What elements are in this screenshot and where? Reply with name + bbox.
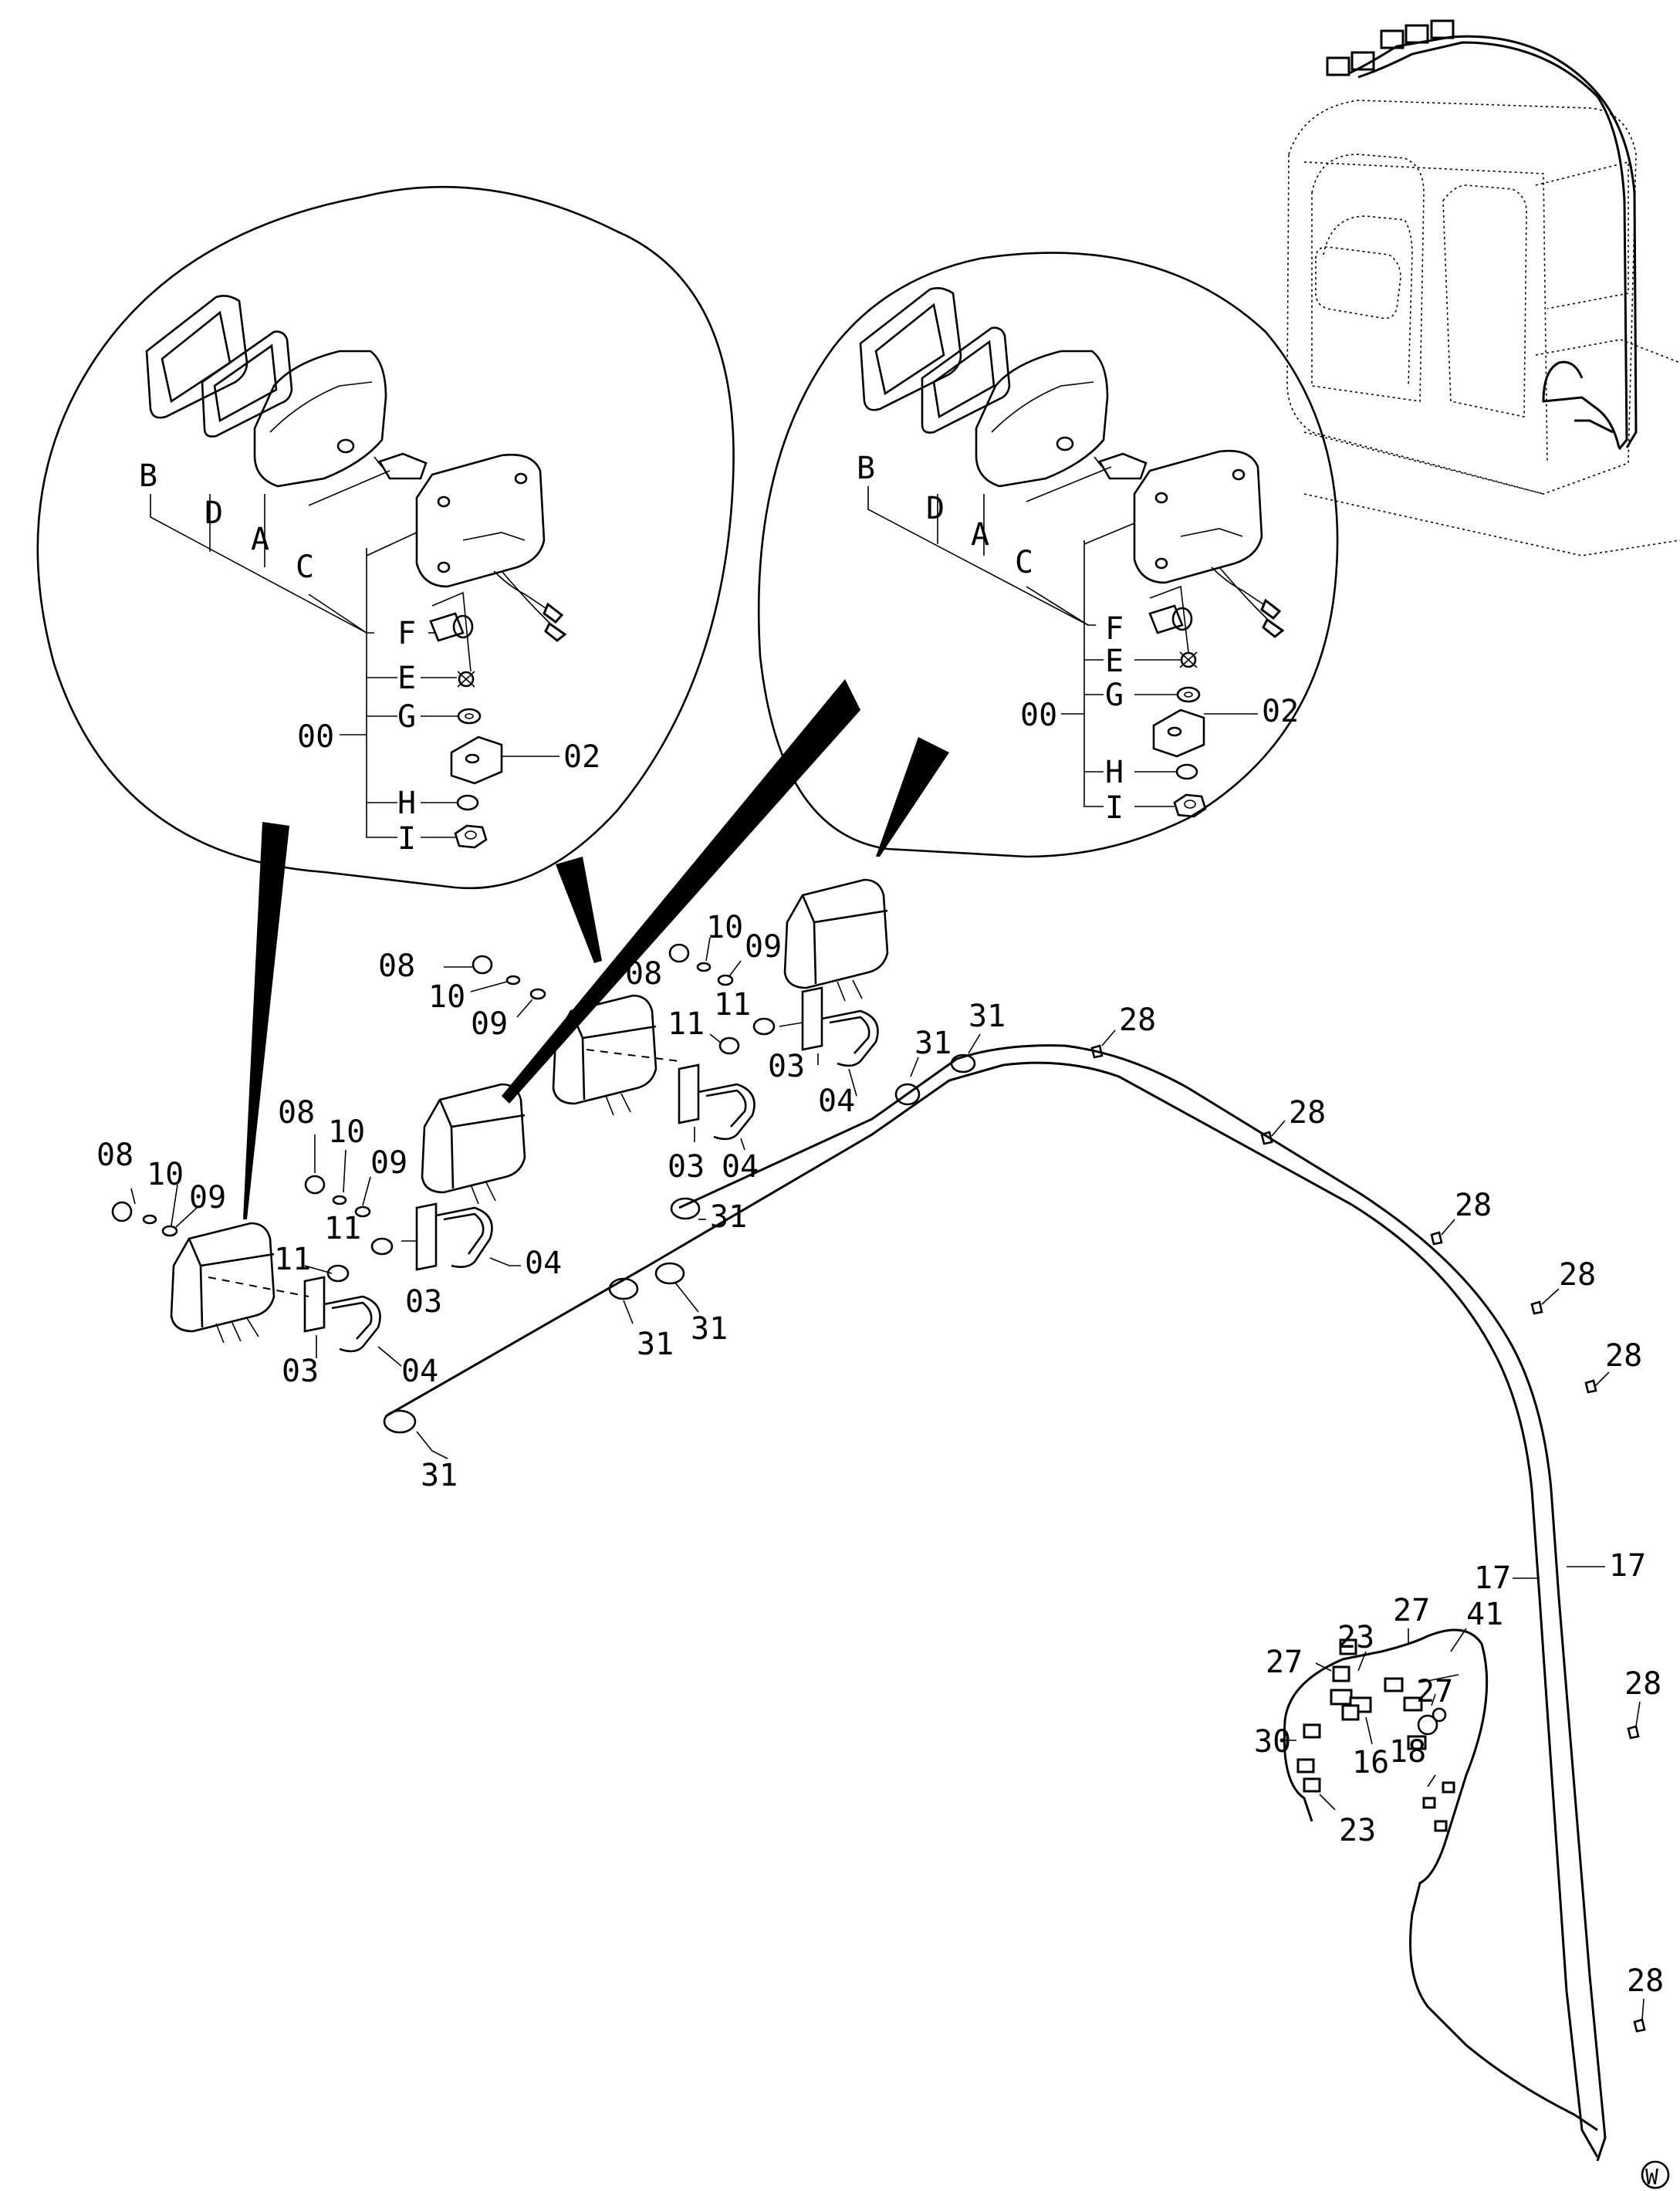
- lamp-detail-right: B D A C F E G 00 02 H I: [502, 252, 1339, 1104]
- lamp-assembly-top: 08 10 09 11 03 04: [625, 878, 889, 1119]
- label-I-left: I: [397, 821, 416, 857]
- label-F-left: F: [397, 616, 416, 651]
- label-02-left: 02: [563, 739, 600, 775]
- label-00-right: 00: [1020, 698, 1057, 733]
- label-04-ll: 04: [401, 1354, 438, 1389]
- label-28-a: 28: [1119, 1003, 1156, 1038]
- label-04-ml: 04: [525, 1246, 562, 1281]
- label-08-ll: 08: [96, 1138, 134, 1173]
- label-17-a: 17: [1474, 1560, 1511, 1596]
- label-28-c: 28: [1455, 1188, 1492, 1223]
- label-28-f: 28: [1624, 1666, 1661, 1702]
- label-A-left: A: [251, 522, 269, 557]
- label-B-right: B: [857, 451, 875, 486]
- label-08-c: 08: [378, 948, 415, 984]
- label-31-d: 31: [691, 1311, 728, 1347]
- label-03-ml: 03: [405, 1284, 442, 1320]
- label-08-t: 08: [625, 956, 662, 992]
- label-23-b: 23: [1339, 1813, 1376, 1848]
- label-27-a: 27: [1393, 1593, 1430, 1628]
- label-28-d: 28: [1559, 1257, 1596, 1293]
- label-31-e: 31: [914, 1026, 952, 1061]
- label-E-right: E: [1105, 644, 1124, 679]
- label-10-ml: 10: [328, 1114, 365, 1150]
- label-A-right: A: [971, 517, 989, 553]
- label-B-left: B: [139, 458, 157, 494]
- cab-illustration: [1286, 19, 1680, 556]
- label-02-right: 02: [1262, 694, 1299, 729]
- lamp-assembly-lower-left: 08 10 09 11 03 04: [96, 1138, 438, 1389]
- label-E-left: E: [397, 661, 416, 696]
- label-09-c: 09: [471, 1006, 508, 1042]
- label-09-ml: 09: [370, 1145, 407, 1181]
- label-D-right: D: [926, 491, 945, 526]
- label-27-b: 27: [1266, 1645, 1303, 1680]
- label-41: 41: [1466, 1597, 1503, 1632]
- label-04-t: 04: [818, 1084, 855, 1119]
- label-03-t: 03: [768, 1049, 805, 1084]
- pointer-wedge: [556, 857, 602, 963]
- label-11-c: 11: [668, 1006, 705, 1042]
- label-G-right: G: [1105, 678, 1124, 713]
- label-31-b: 31: [710, 1199, 747, 1235]
- pointer-wedge: [243, 822, 289, 1219]
- label-23-a: 23: [1337, 1620, 1374, 1655]
- label-08-ml: 08: [278, 1095, 315, 1131]
- lamp-detail-left: B D A C F E G 00 02 H I: [36, 185, 735, 1219]
- label-31-c: 31: [637, 1327, 674, 1362]
- label-00-left: 00: [297, 719, 334, 755]
- label-D-left: D: [205, 495, 223, 531]
- label-C-left: C: [296, 549, 314, 585]
- label-30: 30: [1254, 1724, 1291, 1760]
- label-G-left: G: [397, 699, 416, 735]
- label-28-b: 28: [1289, 1095, 1326, 1131]
- label-H-left: H: [397, 786, 416, 821]
- label-11-ml: 11: [324, 1211, 361, 1246]
- label-F-right: F: [1105, 611, 1124, 647]
- label-10-ll: 10: [147, 1157, 184, 1192]
- label-16: 16: [1352, 1745, 1389, 1780]
- label-09-ll: 09: [189, 1180, 226, 1216]
- lamp-assembly-mid-left: 08 10 09 11 03 04: [278, 1083, 562, 1320]
- pointer-wedge: [502, 679, 860, 1104]
- label-C-right: C: [1015, 545, 1033, 580]
- label-28-g: 28: [1627, 1963, 1664, 1999]
- label-10-t: 10: [706, 910, 743, 945]
- wire-harness: 31 31 31 31 31 31 28 28 28 28 28 28 28 1…: [383, 999, 1670, 2189]
- label-28-e: 28: [1605, 1338, 1642, 1374]
- label-03-ll: 03: [282, 1354, 319, 1389]
- view-marker: W: [1645, 2164, 1658, 2189]
- label-31-a: 31: [421, 1458, 458, 1493]
- label-11-t: 11: [714, 987, 751, 1023]
- label-11-ll: 11: [274, 1242, 311, 1277]
- label-18: 18: [1389, 1734, 1426, 1770]
- label-10-c: 10: [428, 979, 465, 1015]
- pointer-wedge: [876, 737, 949, 857]
- lamp-assembly-center: 08 10 09 11 03 04: [378, 948, 759, 1185]
- label-27-c: 27: [1416, 1674, 1453, 1709]
- label-09-t: 09: [745, 929, 782, 965]
- label-17-b: 17: [1609, 1548, 1646, 1584]
- view-marker-circle: [1641, 2160, 1670, 2189]
- label-03-c: 03: [668, 1149, 705, 1185]
- label-31-f: 31: [968, 999, 1006, 1034]
- label-I-right: I: [1105, 790, 1124, 826]
- label-H-right: H: [1105, 755, 1124, 790]
